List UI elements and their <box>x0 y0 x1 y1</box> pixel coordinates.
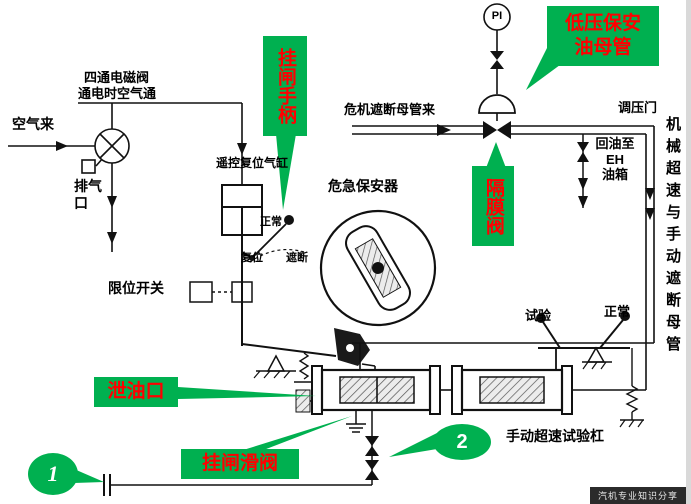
trip-linkage <box>241 343 337 383</box>
drain-port-callout: 泄油口 <box>94 377 178 407</box>
diaphragm-valve-symbol <box>478 94 516 139</box>
latch-handle-symbol <box>241 215 305 263</box>
header-flow-arrow <box>437 124 451 136</box>
low-pressure-oil-callout: 低压保安 油母管 <box>547 6 659 66</box>
riser-flow-arrow-1 <box>645 188 655 200</box>
reset-cylinder-label: 遥控复位气缸 <box>216 156 289 170</box>
four-way-solenoid-symbol <box>81 128 130 174</box>
test-slide-valve-symbol <box>440 343 647 415</box>
pressure-regulating-valve-symbol <box>577 142 589 162</box>
pi-gauge-symbol <box>483 3 511 94</box>
cylinder-flow-arrow <box>237 143 247 155</box>
lever-normal-label: 正常 <box>604 304 631 319</box>
diaphragm-valve-callout: 隔膜阀 <box>472 166 514 246</box>
limit-switch-label: 限位开关 <box>108 280 164 296</box>
watermark: 汽机专业知识分享 <box>589 487 686 504</box>
exhaust-arrow-1 <box>107 196 117 208</box>
latch-slide-valve-callout: 挂闸滑阀 <box>181 449 299 479</box>
lever-test-label: 试验 <box>525 308 552 323</box>
riser-flow-arrow-2 <box>645 208 655 220</box>
trip-header-pipe <box>352 125 655 344</box>
oil-return-label: 回油至 EH 油箱 <box>595 136 635 183</box>
arrow-from-marker-2 <box>389 433 437 457</box>
callout-arrows <box>74 46 564 483</box>
handle-trip-label: 遮断 <box>286 252 308 264</box>
arrow-to-diaphragm-valve <box>486 142 506 168</box>
energized-air-label: 通电时空气通 <box>78 86 157 101</box>
pi-gauge-label: PI <box>491 10 503 22</box>
emergency-governor-label: 危急保安器 <box>328 178 398 194</box>
return-arrow-2 <box>578 196 588 208</box>
handle-normal-label: 正常 <box>260 216 282 228</box>
four-way-solenoid-label: 四通电磁阀 <box>84 70 150 85</box>
handle-reset-label: 复位 <box>241 252 263 264</box>
air-inlet-label: 空气来 <box>12 116 54 132</box>
emergency-governor-symbol <box>319 209 437 327</box>
arrow-from-marker-1 <box>74 469 104 483</box>
latch-slide-valve-symbol <box>295 343 441 415</box>
latch-handle-callout: 挂闸手柄 <box>263 36 307 136</box>
return-arrow-1 <box>578 178 588 190</box>
arrow-to-drain-port <box>178 387 316 399</box>
overspeed-header-label: 机械超速与手动遮断母管 <box>664 116 681 358</box>
arrow-to-latch-slide-valve <box>240 416 352 451</box>
exhaust-port-label: 排气口 <box>74 178 102 211</box>
pressure-valve-label: 调压门 <box>618 100 658 115</box>
air-flow-arrow <box>56 141 68 151</box>
marker-2-badge: 2 <box>433 424 491 460</box>
test-lever-assembly <box>536 311 644 428</box>
trip-header-label: 危机遮断母管来 <box>344 102 436 117</box>
page-edge-strip <box>686 0 691 504</box>
manual-test-lever-label: 手动超速试验杠 <box>506 428 604 444</box>
marker-1-badge: 1 <box>28 453 78 495</box>
exhaust-arrow-2 <box>107 232 117 244</box>
drain-cluster <box>103 410 379 496</box>
arrow-to-latch-handle <box>276 134 296 210</box>
